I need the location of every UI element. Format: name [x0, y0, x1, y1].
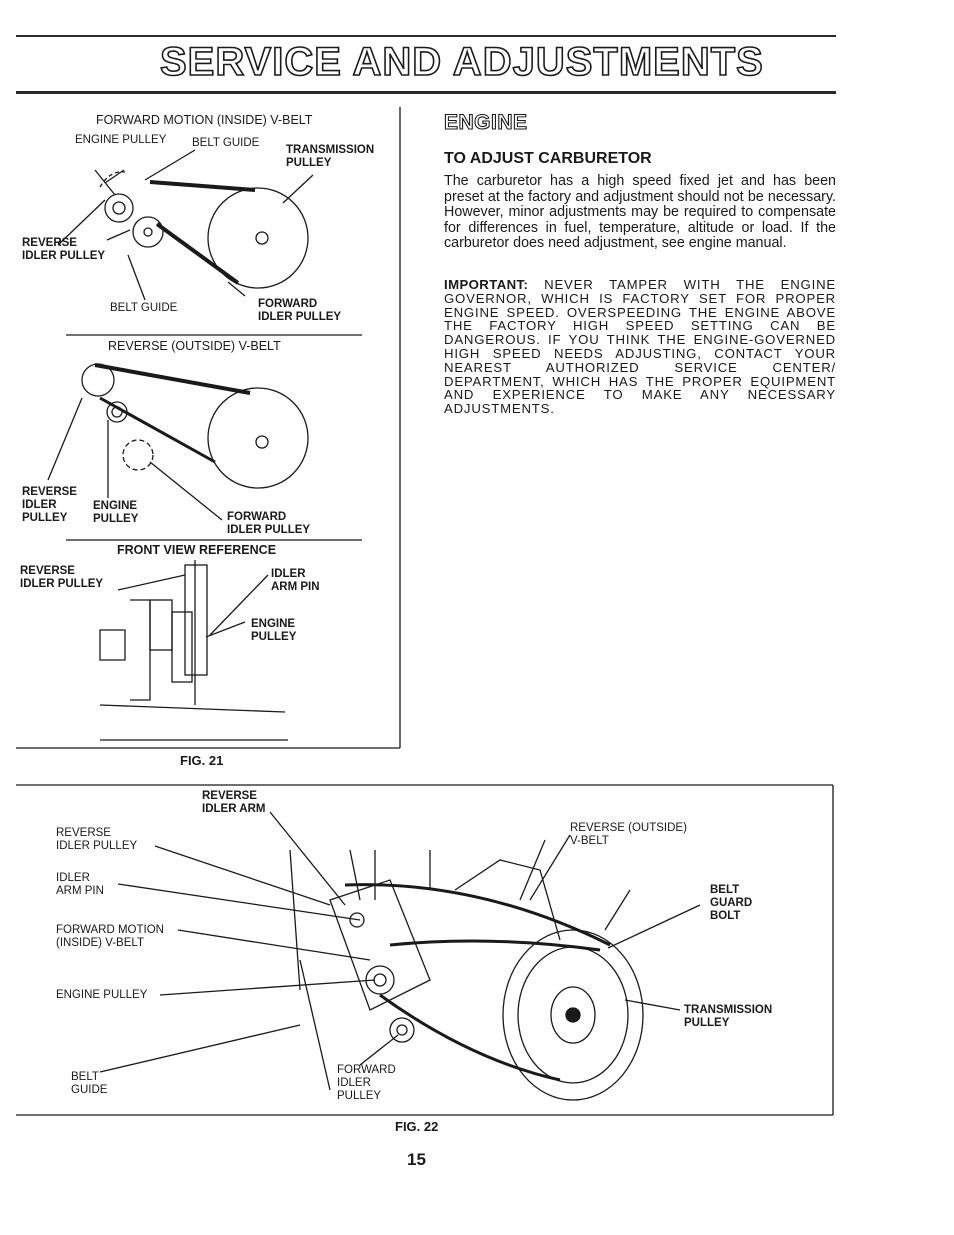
- fig21-reverse-forward-idler-pulley-label: FORWARD IDLER PULLEY: [227, 511, 311, 536]
- fig22-assembly-drawing: [99, 811, 701, 1101]
- reverse-belt-drawing: [47, 363, 309, 521]
- fig22-forward-motion-belt-label: FORWARD MOTION (INSIDE) V-BELT: [56, 924, 164, 949]
- fig22-caption: FIG. 22: [395, 1119, 439, 1134]
- fig22-reverse-idler-pulley-label: REVERSE IDLER PULLEY: [56, 827, 138, 852]
- fig22-belt-guard-bolt-label: BELT GUARD BOLT: [710, 884, 753, 922]
- carburetor-body-text: The carburetor has a high speed fixed je…: [444, 173, 836, 252]
- page-number: 15: [407, 1150, 426, 1169]
- fig22-reverse-outside-belt-label: REVERSE (OUTSIDE) V-BELT: [570, 822, 687, 847]
- important-text: NEVER TAMPER WITH THE ENGINE GOVERNOR, W…: [444, 277, 836, 417]
- header-top-rule: [16, 35, 836, 37]
- fig21-forward-transmission-pulley-label: TRANSMISSION PULLEY: [286, 144, 375, 169]
- fig21-front-engine-pulley-label: ENGINE PULLEY: [251, 618, 297, 643]
- forward-belt-drawing: [57, 149, 314, 301]
- fig21-forward-title: FORWARD MOTION (INSIDE) V-BELT: [96, 113, 313, 127]
- fig21-forward-idler-pulley-label: FORWARD IDLER PULLEY: [258, 298, 342, 323]
- header-bottom-rule: [16, 91, 836, 94]
- important-label: IMPORTANT:: [444, 277, 529, 292]
- fig21-forward-reverse-idler-pulley-label: REVERSE IDLER PULLEY: [22, 237, 106, 262]
- fig21-caption: FIG. 21: [180, 753, 224, 768]
- fig22-engine-pulley-label: ENGINE PULLEY: [56, 989, 148, 1001]
- front-view-drawing: [99, 560, 288, 741]
- page-title: SERVICE AND ADJUSTMENTS: [159, 39, 764, 85]
- fig21-front-title: FRONT VIEW REFERENCE: [117, 543, 277, 557]
- fig21-forward-belt-guide-top-label: BELT GUIDE: [192, 137, 260, 149]
- fig21-reverse-title: REVERSE (OUTSIDE) V-BELT: [108, 339, 281, 353]
- fig21-reverse-idler-pulley-label: REVERSE IDLER PULLEY: [22, 486, 77, 524]
- fig22-belt-guide-label: BELT GUIDE: [71, 1071, 108, 1096]
- fig22-forward-idler-pulley-label: FORWARD IDLER PULLEY: [337, 1064, 396, 1102]
- carburetor-subheading: TO ADJUST CARBURETOR: [444, 150, 652, 167]
- fig21-front-idler-arm-pin-label: IDLER ARM PIN: [271, 568, 320, 593]
- fig21-reverse-engine-pulley-label: ENGINE PULLEY: [93, 500, 139, 525]
- fig22-transmission-pulley-label: TRANSMISSION PULLEY: [684, 1004, 773, 1029]
- fig22-idler-arm-pin-label: IDLER ARM PIN: [56, 872, 104, 897]
- engine-heading: ENGINE: [443, 110, 528, 134]
- fig21-forward-engine-pulley-label: ENGINE PULLEY: [75, 134, 167, 146]
- fig21-forward-belt-guide-bottom-label: BELT GUIDE: [110, 302, 178, 314]
- important-notice: IMPORTANT: NEVER TAMPER WITH THE ENGINE …: [444, 278, 836, 416]
- fig22-reverse-idler-arm-label: REVERSE IDLER ARM: [202, 790, 266, 815]
- fig21-front-reverse-idler-pulley-label: REVERSE IDLER PULLEY: [20, 565, 104, 590]
